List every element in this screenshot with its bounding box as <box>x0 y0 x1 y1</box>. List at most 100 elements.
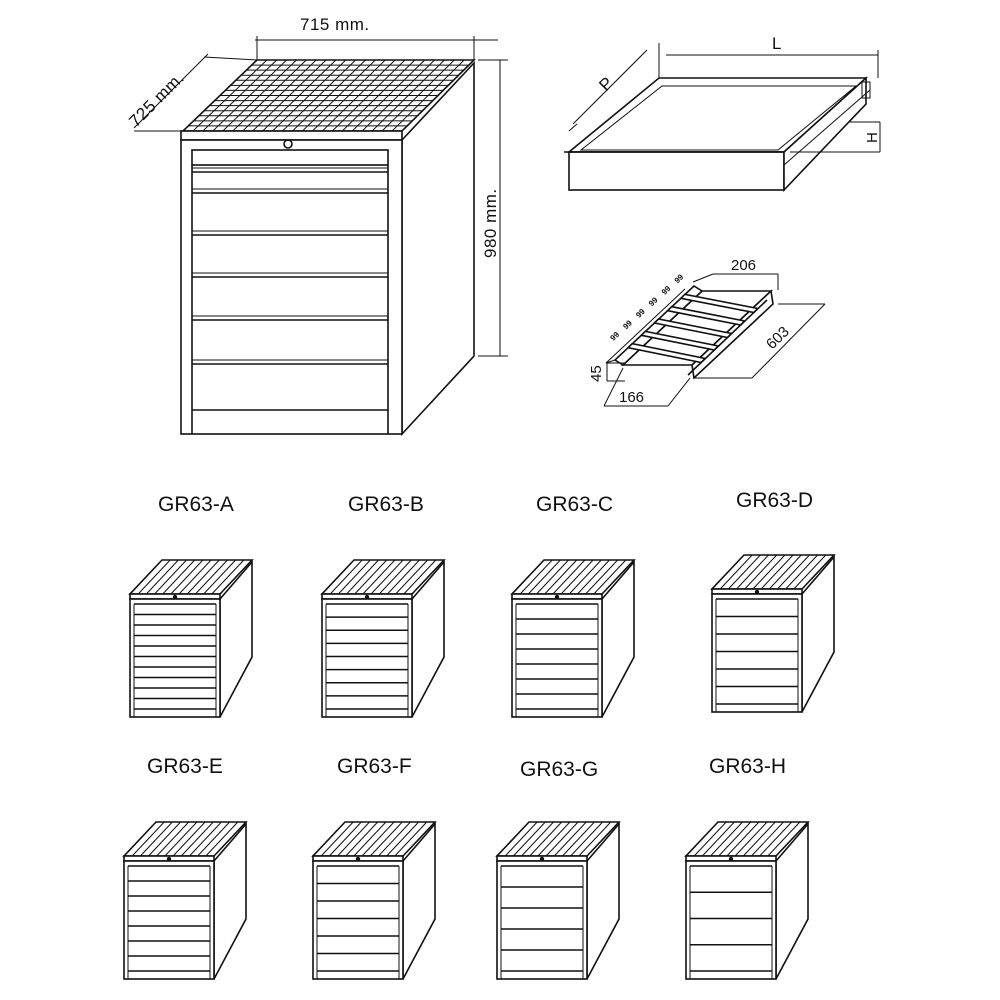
model-gr63-f: GR63-F <box>311 755 437 980</box>
lid-slat <box>751 821 784 857</box>
dim-206: 206 <box>731 257 756 274</box>
lid-slat <box>403 559 437 595</box>
model-gr63-c: GR63-C <box>510 493 636 718</box>
lid-slat <box>734 821 768 857</box>
lid-slat <box>387 559 420 595</box>
tray-divider <box>679 293 760 314</box>
model-body <box>685 860 777 980</box>
lid-slat <box>742 821 776 857</box>
lid-slat <box>577 559 610 595</box>
model-label: GR63-B <box>348 493 424 516</box>
tray-divider <box>666 305 747 326</box>
lid-slat <box>693 821 727 857</box>
width-label: 715 mm. <box>300 15 370 34</box>
width-dimension: 715 mm. <box>255 15 498 60</box>
main-cabinet-drawing <box>180 59 476 437</box>
model-body <box>711 593 803 713</box>
lid-slat <box>553 821 587 857</box>
lid-slat <box>320 821 354 857</box>
model-body <box>496 860 588 980</box>
lid-slat <box>386 821 420 857</box>
model-gr63-a: GR63-A <box>128 493 254 718</box>
lid-slat <box>186 559 220 595</box>
lid-slat <box>395 559 429 595</box>
model-label: GR63-E <box>147 755 223 778</box>
lid-slat <box>545 821 579 857</box>
lid-slat <box>378 821 411 857</box>
model-label: GR63-F <box>337 755 412 778</box>
compartment-label: 99 <box>660 284 673 297</box>
tray-divider <box>639 330 720 351</box>
lid-slat <box>170 559 204 595</box>
dim-603: 603 <box>763 323 793 353</box>
lid-slat <box>759 821 793 857</box>
model-label: GR63-A <box>158 493 234 516</box>
lid-slat <box>337 559 371 595</box>
depth-label: 725 mm. <box>125 68 188 131</box>
lid-slat <box>767 821 801 857</box>
lid-slat <box>137 559 171 595</box>
lid-slat <box>719 554 753 590</box>
lid-slat <box>710 821 743 857</box>
lid-slat <box>139 821 173 857</box>
lid-slat <box>189 821 222 857</box>
model-gr63-h: GR63-H <box>684 755 810 980</box>
lid-slat <box>162 559 196 595</box>
model-label: GR63-G <box>520 758 598 781</box>
lock-icon <box>283 139 293 149</box>
lid-slat <box>552 559 586 595</box>
lid-slat <box>370 559 404 595</box>
compartment-label: 99 <box>608 330 621 343</box>
lid-slat <box>345 821 379 857</box>
tray-dimension-206: 206 <box>692 257 779 290</box>
model-variants: GR63-A GR63-B GR63-C GR63-D GR63-E GR63-F GR63… <box>122 489 836 980</box>
lid-slat <box>205 821 239 857</box>
lid-slat <box>544 559 578 595</box>
height-label: 980 mm. <box>481 188 500 258</box>
lid-slat <box>328 821 362 857</box>
tray-dimension-166: 166 <box>603 367 691 407</box>
lid-slat <box>529 821 563 857</box>
lock-icon <box>355 856 361 862</box>
lid-slat <box>178 559 212 595</box>
lid-slat <box>568 559 602 595</box>
lid-slat <box>197 821 231 857</box>
lid-slats <box>188 59 469 132</box>
model-gr63-d: GR63-D <box>710 489 836 713</box>
lid-slat <box>537 821 571 857</box>
lock-icon <box>539 856 545 862</box>
lid-slat <box>378 559 412 595</box>
tray-divider <box>652 318 734 339</box>
lid-slat <box>744 554 778 590</box>
lid-slat <box>519 559 553 595</box>
compartment-label: 99 <box>621 318 634 331</box>
lid-slat <box>727 554 761 590</box>
label-h: H <box>864 132 881 143</box>
lid-slat <box>361 821 395 857</box>
lid-slat <box>512 821 546 857</box>
model-label: GR63-C <box>536 493 613 516</box>
compartment-label: 99 <box>647 295 660 308</box>
lid-slat <box>527 559 561 595</box>
lid-slat <box>203 559 237 595</box>
model-gr63-g: GR63-G <box>495 758 621 980</box>
model-body <box>129 598 221 718</box>
lock-icon <box>754 589 760 595</box>
lid-slat <box>354 559 388 595</box>
model-body <box>123 860 215 980</box>
model-body <box>312 860 404 980</box>
lid-slat <box>570 821 604 857</box>
lid-slat <box>156 821 190 857</box>
lid-slat <box>362 559 396 595</box>
lid-slat <box>768 554 802 590</box>
lid-slat <box>504 821 538 857</box>
label-p: P <box>595 73 617 95</box>
lid-slat <box>578 821 612 857</box>
model-label: GR63-H <box>709 755 786 778</box>
tray-dimension-45: 45 <box>588 362 625 382</box>
lid-slat <box>560 559 594 595</box>
height-dimension: 980 mm. <box>478 59 508 357</box>
lid-slat <box>154 559 187 595</box>
lid-slat <box>164 821 198 857</box>
lid-slat <box>346 559 379 595</box>
